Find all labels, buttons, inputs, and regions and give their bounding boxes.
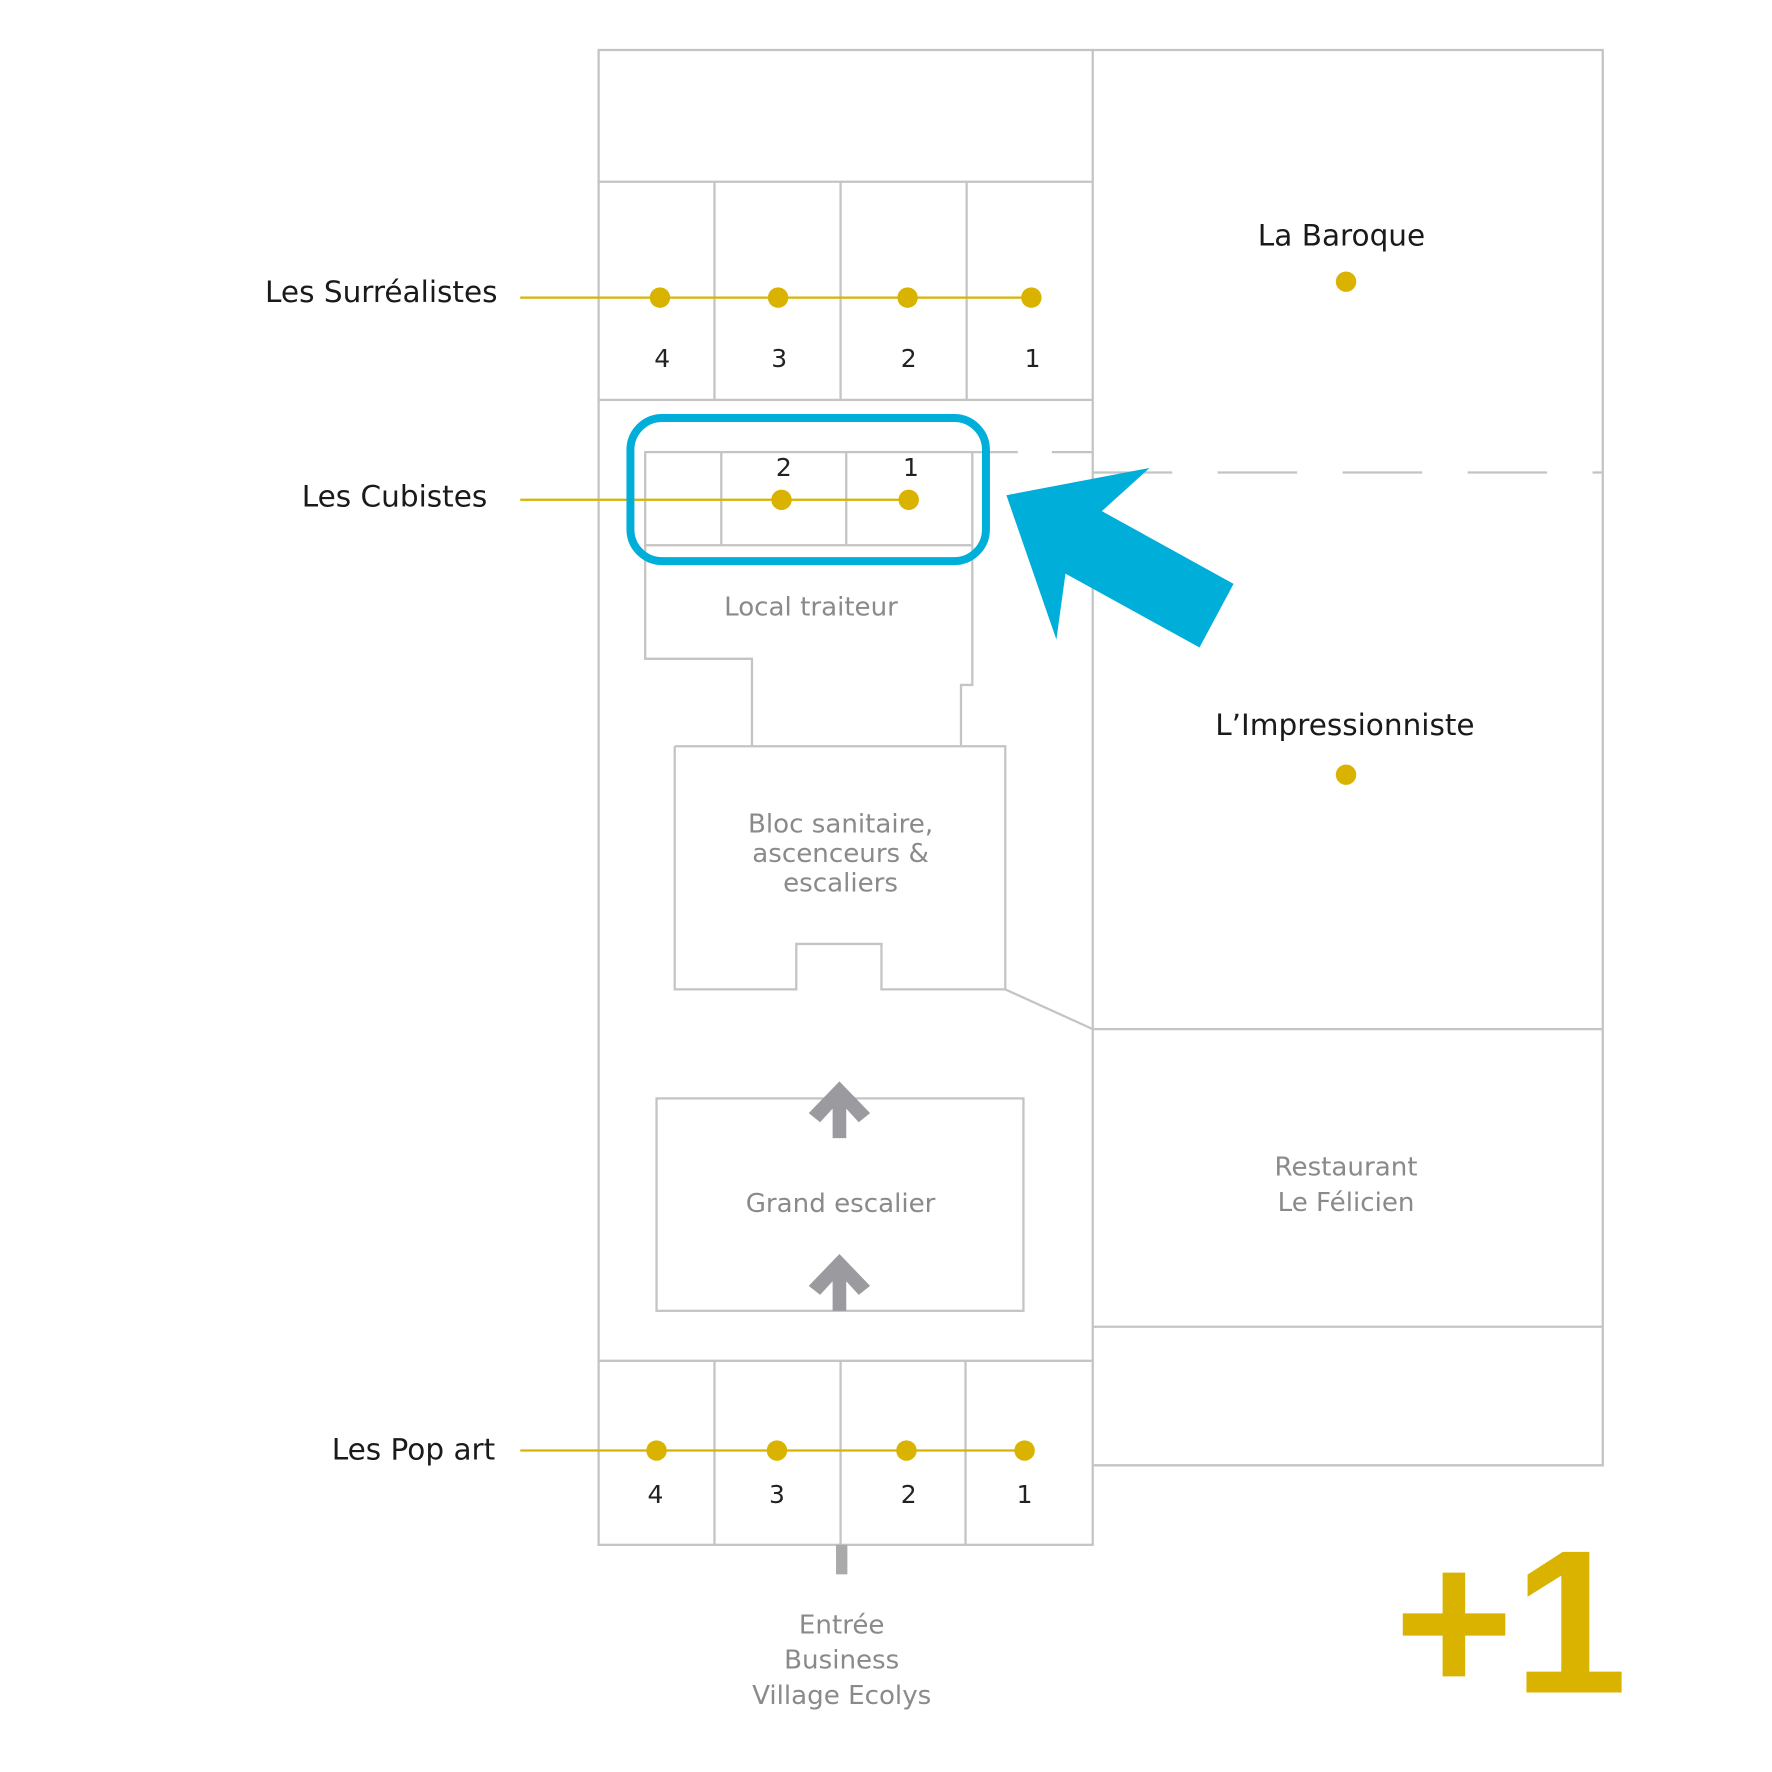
room-number: 3 — [769, 1480, 785, 1509]
room-number: 1 — [1025, 344, 1041, 373]
room-label-restaurant: Restaurant — [1275, 1153, 1418, 1183]
room-number: 4 — [647, 1480, 663, 1509]
room-label-bloc: escaliers — [783, 869, 898, 899]
room-markers-popart[interactable]: 4 3 2 1 — [646, 1440, 1035, 1509]
entrance-label: Village Ecolys — [752, 1681, 931, 1711]
room-markers-cubistes[interactable]: 2 1 — [771, 453, 919, 511]
entrance-label: Business — [784, 1646, 899, 1676]
room-number: 3 — [771, 344, 787, 373]
room-number: 2 — [901, 1480, 917, 1509]
room-dot[interactable] — [1014, 1440, 1035, 1461]
room-number: 1 — [903, 453, 919, 482]
group-label-surrealistes: Les Surréalistes — [265, 275, 498, 309]
room-dot[interactable] — [898, 489, 919, 511]
highlight-box — [626, 414, 990, 566]
room-dot[interactable] — [896, 1440, 917, 1461]
room-label-bloc: Bloc sanitaire, — [748, 810, 933, 840]
room-dot[interactable] — [767, 287, 789, 308]
room-number: 2 — [901, 344, 917, 373]
room-label-restaurant: Le Félicien — [1278, 1188, 1415, 1218]
stair-up-arrow-icon — [808, 1081, 871, 1311]
room-dot[interactable] — [649, 287, 671, 308]
highlight-arrow-icon — [1006, 467, 1234, 648]
floor-badge: +1 — [1394, 1508, 1627, 1736]
room-markers-surrealistes[interactable]: 4 3 2 1 — [649, 287, 1042, 373]
room-label-baroque: La Baroque — [1258, 218, 1425, 252]
room-label-bloc: ascenceurs & — [752, 839, 929, 869]
room-label-grand-escalier: Grand escalier — [746, 1189, 936, 1219]
room-dot[interactable] — [766, 1440, 788, 1461]
room-dot[interactable] — [897, 287, 918, 308]
group-label-cubistes: Les Cubistes — [302, 480, 488, 514]
room-dot[interactable] — [1335, 764, 1357, 785]
room-label-impressionniste: L’Impressionniste — [1215, 708, 1474, 742]
group-label-popart: Les Pop art — [332, 1433, 496, 1467]
room-dot[interactable] — [1335, 271, 1357, 292]
room-label-local-traiteur: Local traiteur — [724, 593, 898, 623]
room-dot[interactable] — [1021, 287, 1042, 308]
entrance-label: Entrée — [799, 1610, 885, 1640]
room-number: 2 — [776, 453, 792, 482]
room-number: 1 — [1017, 1480, 1033, 1509]
room-number: 4 — [654, 344, 670, 373]
room-dot[interactable] — [646, 1440, 667, 1461]
walls — [597, 48, 1604, 1575]
room-dot[interactable] — [771, 489, 792, 511]
